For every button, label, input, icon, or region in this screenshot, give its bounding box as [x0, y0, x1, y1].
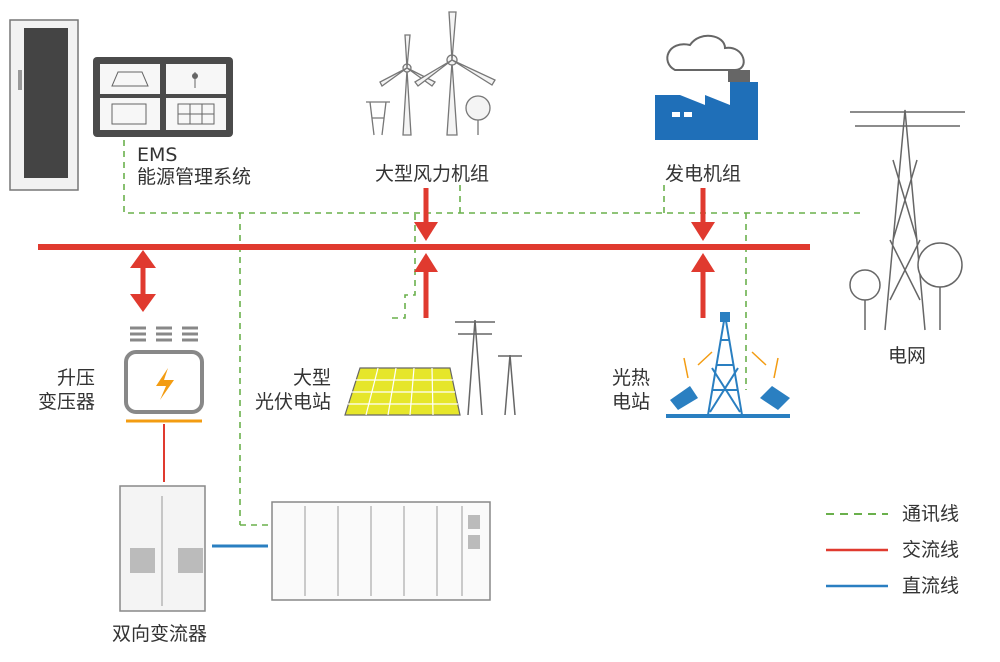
- ems-screen-icon: [93, 57, 233, 137]
- generator-label: 发电机组: [665, 163, 742, 185]
- csp-label-2: 电站: [612, 391, 651, 413]
- converter-icon: [119, 485, 206, 612]
- energy-storage-cabinet-icon: [271, 501, 491, 601]
- wind-label: 大型风力机组: [375, 163, 490, 185]
- ems-title: EMS: [137, 144, 178, 166]
- csp-label-1: 光热: [612, 367, 651, 389]
- legend-comm-label: 通讯线: [902, 503, 960, 525]
- transformer-label-2: 变压器: [38, 391, 96, 413]
- pv-label-2: 光伏电站: [255, 391, 332, 413]
- factory-icon: [655, 34, 758, 140]
- pv-station-icon: [344, 319, 522, 416]
- csp-station-icon: [666, 312, 790, 418]
- ac-arrows: [130, 188, 715, 318]
- ems-subtitle: 能源管理系统: [137, 166, 252, 188]
- legend-swatches: [826, 513, 888, 588]
- server-rack-icon: [9, 19, 79, 191]
- grid-tower-icon: [849, 109, 965, 331]
- transformer-label-1: 升压: [57, 367, 96, 389]
- legend-ac-label: 交流线: [902, 539, 960, 561]
- pv-label-1: 大型: [293, 367, 332, 389]
- converter-label: 双向变流器: [112, 623, 208, 645]
- transformer-icon: [124, 326, 204, 423]
- comm-lines: [123, 140, 860, 526]
- grid-label: 电网: [888, 345, 927, 367]
- wind-turbine-icon: [366, 11, 496, 136]
- legend-dc-label: 直流线: [902, 575, 960, 597]
